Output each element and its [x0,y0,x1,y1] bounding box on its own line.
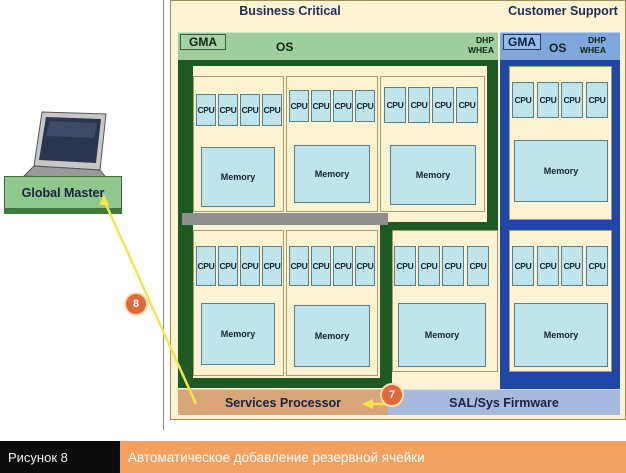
cpu-4-1: CPU [512,82,534,118]
cpu-6-1: CPU [289,246,309,286]
figure-caption-text: Автоматическое добавление резервной ячей… [120,441,626,473]
cpu-4-3: CPU [561,82,583,118]
cpu-3-4: CPU [456,87,478,123]
services-processor-bar: Services Processor [178,389,388,415]
cpu-3-3: CPU [432,87,454,123]
business-partition-border-top [178,58,498,66]
cpu-3-1: CPU [384,87,406,123]
cpu-2-4: CPU [355,90,375,122]
left-divider-line [163,0,164,430]
figure-caption-number: Рисунок 8 [0,441,120,473]
business-partition-border-right [487,58,498,230]
business-gma-box: GMA [180,34,226,50]
cpu-5-1: CPU [196,246,216,286]
memory-7: Memory [398,303,486,367]
cpu-3-2: CPU [408,87,430,123]
business-partition-border-inner-top [380,222,498,230]
cpu-2-3: CPU [333,90,353,122]
customer-whea-label: WHEA [580,45,606,55]
step-8-badge: 8 [124,292,148,316]
business-partition-border-mid [385,58,498,66]
cpu-4-4: CPU [586,82,608,118]
business-os-bar [178,32,498,60]
cpu-6-3: CPU [333,246,353,286]
cpu-4-2: CPU [537,82,559,118]
cpu-7-2: CPU [418,246,440,286]
cpu-1-1: CPU [196,94,216,126]
memory-2: Memory [294,145,370,203]
customer-support-title: Customer Support [508,4,618,18]
cpu-8-3: CPU [561,246,583,286]
cpu-8-1: CPU [512,246,534,286]
cpu-2-1: CPU [289,90,309,122]
business-critical-title: Business Critical [239,4,341,18]
business-whea-label: WHEA [468,45,494,55]
business-dhp-label: DHP [476,35,494,45]
cpu-6-4: CPU [355,246,375,286]
cpu-1-3: CPU [240,94,260,126]
cpu-1-2: CPU [218,94,238,126]
cpu-5-4: CPU [262,246,282,286]
cpu-8-4: CPU [586,246,608,286]
customer-gma-box: GMA [503,34,541,50]
cpu-7-4: CPU [467,246,489,286]
business-os-label: OS [276,40,294,54]
global-master-box: Global Master [4,176,122,214]
spare-cell-gray-bar [182,213,388,225]
sal-sys-firmware-bar: SAL/Sys Firmware [388,389,620,415]
cpu-6-2: CPU [311,246,331,286]
cpu-1-4: CPU [262,94,282,126]
step-7-badge: 7 [380,383,404,407]
memory-3: Memory [390,145,476,205]
memory-4: Memory [514,140,608,202]
cpu-8-2: CPU [537,246,559,286]
cpu-7-3: CPU [442,246,464,286]
memory-6: Memory [294,305,370,367]
customer-dhp-label: DHP [588,35,606,45]
customer-os-label: OS [549,41,567,55]
cpu-5-2: CPU [218,246,238,286]
business-partition-border-bottom [178,378,388,388]
memory-1: Memory [201,147,275,207]
cpu-5-3: CPU [240,246,260,286]
memory-5: Memory [201,303,275,365]
business-partition-border-inner-right [380,222,392,388]
memory-8: Memory [514,303,608,367]
cpu-7-1: CPU [394,246,416,286]
cpu-2-2: CPU [311,90,331,122]
